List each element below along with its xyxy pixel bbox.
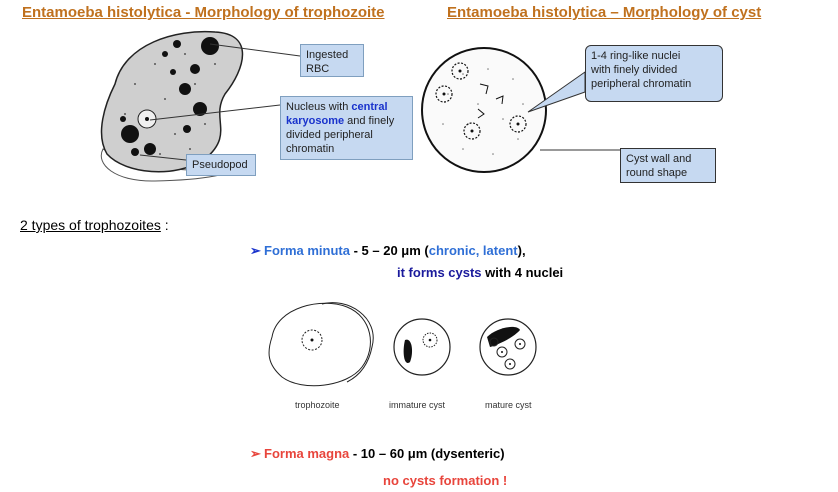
caption-trophozoite: trophozoite	[295, 400, 340, 410]
types-heading: 2 types of trophozoites :	[20, 217, 169, 233]
forma-minuta-line1: ➢Forma minuta - 5 – 20 μm (chronic, late…	[250, 243, 526, 259]
minuta-dash: -	[349, 243, 362, 258]
ring-nuclei-line2: with finely divided	[591, 64, 678, 76]
trophozoite-illustration	[100, 30, 246, 182]
cyst-wall-line2: round shape	[626, 167, 688, 179]
magna-name: Forma magna	[264, 446, 350, 461]
ring-nuclei-line1: 1-4 ring-like nuclei	[591, 50, 681, 62]
nucleus-text-post2: divided peripheral	[286, 129, 373, 141]
ingested-rbc-callout: Ingested RBC	[300, 44, 364, 77]
ring-nuclei-callout: 1-4 ring-like nuclei with finely divided…	[585, 45, 723, 102]
types-colon: :	[160, 217, 169, 233]
types-label: 2 types of trophozoites	[20, 217, 161, 233]
caption-mature-cyst: mature cyst	[485, 400, 532, 410]
minuta-name: Forma minuta	[264, 243, 350, 258]
nucleus-text-central: central	[351, 101, 388, 113]
minuta-paren: chronic, latent	[428, 243, 518, 258]
forma-minuta-line2: it forms cysts with 4 nuclei	[397, 265, 563, 280]
trophozoite-leader-lines	[139, 43, 301, 161]
nucleus-text-post3: chromatin	[286, 143, 335, 155]
caption-immature-cyst: immature cyst	[389, 400, 446, 410]
nucleus-text-karyosome: karyosome	[286, 115, 345, 127]
minuta-line2b: with 4 nuclei	[481, 265, 564, 280]
cyst-wall-line1: Cyst wall and	[626, 153, 692, 165]
pseudopod-label: Pseudopod	[192, 159, 248, 171]
trophozoite-heading: Entamoeba histolytica - Morphology of tr…	[22, 4, 385, 21]
minuta-figures	[268, 302, 537, 387]
bullet-arrow-icon: ➢	[250, 446, 261, 461]
minuta-line2a: it forms cysts	[397, 265, 482, 280]
minuta-size: 5 – 20 μm (	[361, 243, 429, 258]
cyst-illustration	[421, 47, 547, 173]
nucleus-text-pre: Nucleus with	[286, 101, 352, 113]
magna-rest: - 10 – 60 μm (dysenteric)	[349, 446, 505, 461]
nucleus-text-post1: and finely	[344, 115, 395, 127]
bullet-arrow-icon: ➢	[250, 243, 261, 258]
cyst-wall-callout: Cyst wall and round shape	[620, 148, 716, 183]
magna-line2: no cysts formation !	[383, 473, 508, 488]
ingested-rbc-line2: RBC	[306, 63, 330, 75]
nucleus-callout: Nucleus with central karyosome and finel…	[280, 96, 413, 160]
ring-nuclei-line3: peripheral chromatin	[591, 78, 692, 90]
cyst-heading: Entamoeba histolytica – Morphology of cy…	[447, 4, 762, 21]
ingested-rbc-line1: Ingested	[306, 49, 349, 61]
minuta-close: ),	[517, 243, 526, 258]
pseudopod-callout: Pseudopod	[186, 154, 256, 176]
forma-magna-line1: ➢Forma magna - 10 – 60 μm (dysenteric)	[250, 446, 505, 462]
